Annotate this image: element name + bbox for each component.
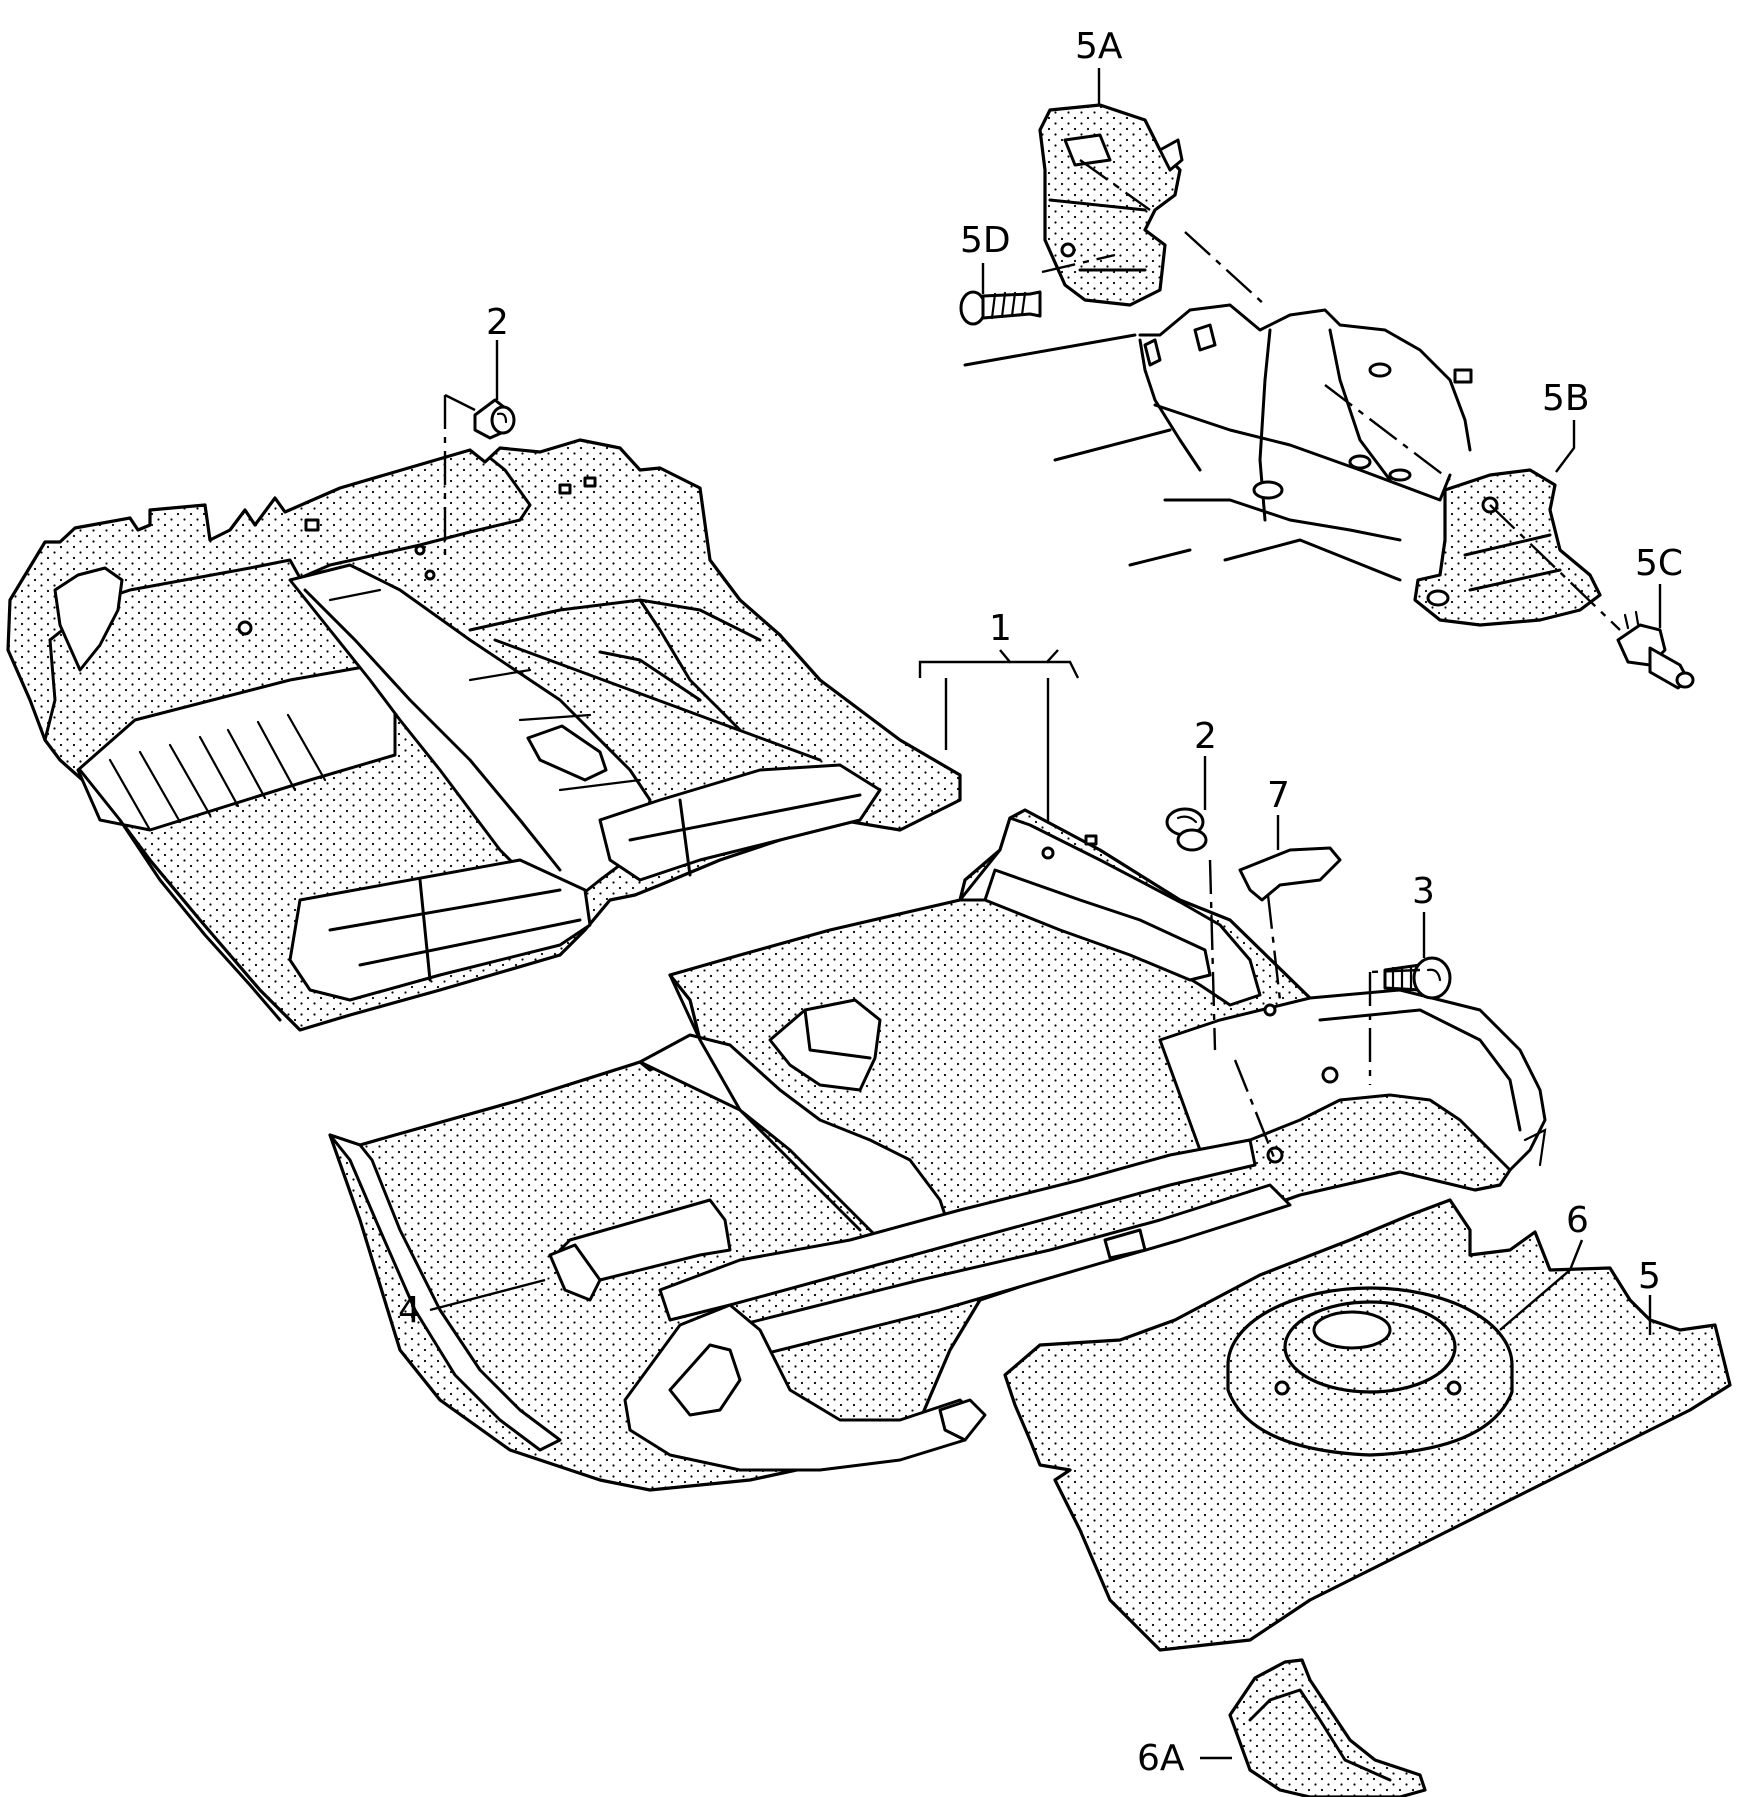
bracket-5a xyxy=(1038,103,1184,307)
callout-1: 1 xyxy=(989,608,1012,649)
clip-5c xyxy=(1616,610,1695,690)
cover-7 xyxy=(1238,846,1342,902)
callout-6: 6 xyxy=(1566,1200,1589,1241)
callout-5: 5 xyxy=(1638,1256,1661,1297)
callout-7: 7 xyxy=(1267,775,1290,816)
callout-labels: 5A 5D 5B 5C 2 1 2 7 3 4 6 5 6A xyxy=(398,26,1683,1779)
wheel-well-liner xyxy=(1228,1658,1427,1797)
callout-5d: 5D xyxy=(960,220,1011,261)
callout-5b: 5B xyxy=(1542,378,1590,419)
screw-5d xyxy=(959,290,1042,326)
cargo-liner xyxy=(1003,1198,1732,1652)
callout-5a: 5A xyxy=(1075,26,1123,67)
screw-3 xyxy=(1383,956,1452,1000)
callout-4: 4 xyxy=(398,1290,421,1331)
front-floor-carpet xyxy=(6,438,962,1032)
callout-2-rear: 2 xyxy=(1194,716,1217,757)
clip-2-front xyxy=(473,398,516,440)
body-panel-outline xyxy=(963,303,1473,582)
clip-2-rear xyxy=(1165,807,1208,852)
callout-6a: 6A xyxy=(1137,1738,1185,1779)
callout-5c: 5C xyxy=(1635,543,1683,584)
callout-2-front: 2 xyxy=(486,302,509,343)
callout-3: 3 xyxy=(1412,871,1435,912)
rear-floor-carpet xyxy=(328,808,1547,1492)
leader-lines xyxy=(429,68,1662,1760)
